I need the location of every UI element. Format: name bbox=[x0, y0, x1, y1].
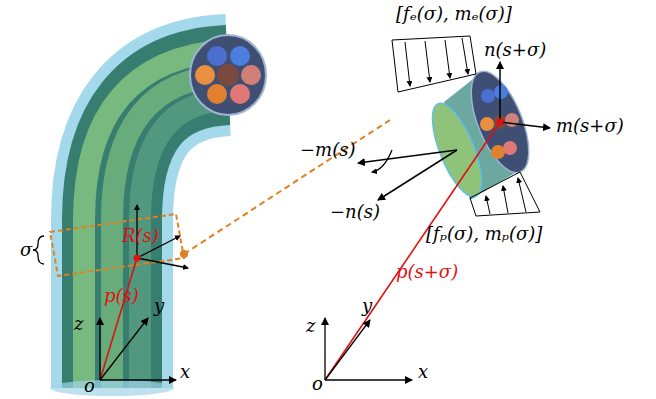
axis-label: z bbox=[74, 314, 83, 334]
position-label: p(s+σ) bbox=[396, 262, 458, 282]
position-label: p(s) bbox=[104, 286, 139, 306]
load-label: [fₚ(σ), mₚ(σ)] bbox=[426, 224, 542, 244]
axis-label: y bbox=[362, 296, 372, 316]
axis-label: o bbox=[312, 374, 323, 394]
load-label: [fₑ(σ), mₑ(σ)] bbox=[396, 4, 512, 24]
axis-label: o bbox=[84, 376, 95, 396]
moment-label: m(s+σ) bbox=[556, 116, 624, 136]
axis-label: y bbox=[154, 296, 164, 316]
axis-label: x bbox=[418, 362, 428, 382]
length-label: σ bbox=[20, 240, 32, 260]
axis-label: z bbox=[306, 316, 315, 336]
force-label: −n(s) bbox=[330, 202, 380, 222]
axis-label: x bbox=[180, 362, 190, 382]
force-label: n(s+σ) bbox=[484, 40, 546, 60]
moment-label: −m(s) bbox=[300, 140, 355, 160]
frame-label: R(s) bbox=[122, 226, 159, 246]
